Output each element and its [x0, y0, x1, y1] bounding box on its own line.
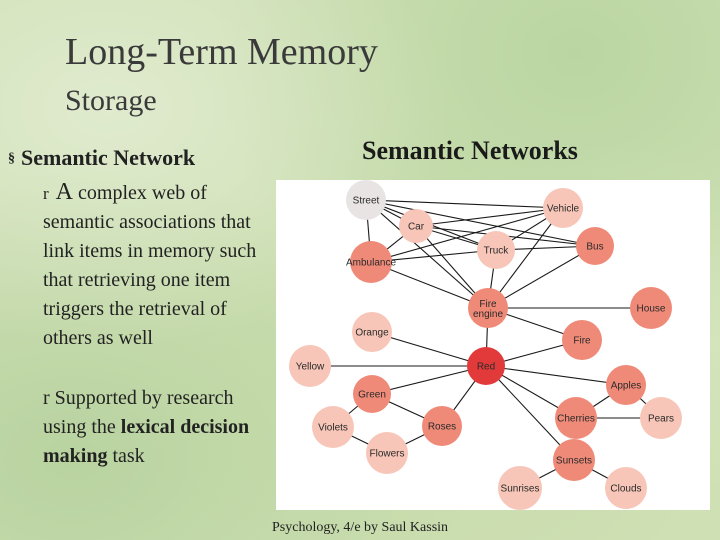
edge-vehicle-ambulance — [370, 207, 564, 263]
node-yellow: Yellow — [289, 345, 331, 387]
node-green: Green — [353, 375, 391, 413]
node-label: Street — [353, 196, 380, 207]
node-label: Green — [358, 390, 386, 401]
node-label: Roses — [428, 422, 456, 433]
box-bullet-icon: r — [43, 184, 49, 203]
node-orange: Orange — [352, 312, 392, 352]
node-circle — [467, 347, 505, 385]
node-circle — [312, 406, 354, 448]
node-circle — [350, 241, 392, 283]
node-label: Violets — [318, 423, 348, 434]
edge-vehicle-fireengine — [487, 207, 564, 309]
node-label: House — [637, 304, 666, 315]
node-circle — [498, 466, 542, 510]
node-circle — [352, 312, 392, 352]
node-circle — [353, 375, 391, 413]
edge-street-bus — [365, 199, 596, 247]
definition-text: complex web of semantic associations tha… — [43, 182, 257, 349]
node-circle — [477, 231, 515, 269]
node-label: Bus — [586, 242, 603, 253]
node-circle — [553, 439, 595, 481]
node-clouds: Clouds — [605, 467, 647, 509]
node-circle — [576, 227, 614, 265]
node-label: Vehicle — [547, 204, 580, 215]
node-fire: Fire — [562, 320, 602, 360]
figure-caption: Psychology, 4/e by Saul Kassin — [272, 520, 449, 535]
node-label: Clouds — [610, 484, 641, 495]
node-car: Car — [399, 209, 433, 243]
node-ambulance: Ambulance — [346, 241, 396, 283]
node-violets: Violets — [312, 406, 354, 448]
node-label: Apples — [611, 381, 642, 392]
section-bullet-icon: § — [8, 151, 15, 166]
bullet-main-text: Semantic Network — [21, 145, 196, 170]
node-circle — [562, 320, 602, 360]
node-circle — [605, 467, 647, 509]
node-circle — [640, 397, 682, 439]
edge-street-vehicle — [365, 199, 564, 209]
node-circle — [399, 209, 433, 243]
node-roses: Roses — [422, 406, 462, 446]
edge-red-green — [371, 365, 487, 395]
edge-bus-fireengine — [487, 245, 596, 309]
node-circle — [468, 288, 508, 328]
node-label: Flowers — [369, 449, 404, 460]
definition-first-word: A — [55, 179, 74, 205]
node-circle — [346, 180, 386, 220]
node-label: Red — [477, 362, 495, 373]
research-text-end: task — [107, 445, 145, 467]
diagram-title: Semantic Networks — [362, 136, 578, 165]
node-circle — [630, 287, 672, 329]
sub-bullet-research: r Supported by research using the lexica… — [43, 384, 268, 471]
node-house: House — [630, 287, 672, 329]
node-label: Car — [408, 222, 425, 233]
node-apples: Apples — [606, 365, 646, 405]
edge-red-sunsets — [485, 365, 575, 461]
research-text-bold: lexical decision making — [43, 416, 250, 467]
bullet-semantic-network: § Semantic Network — [8, 145, 195, 171]
node-pears: Pears — [640, 397, 682, 439]
node-circle — [289, 345, 331, 387]
node-label: Fire — [573, 336, 591, 347]
node-bus: Bus — [576, 227, 614, 265]
node-label: Sunrises — [501, 484, 540, 495]
slide-subtitle: Storage — [65, 84, 157, 117]
node-sunrises: Sunrises — [498, 466, 542, 510]
node-label: Orange — [355, 328, 389, 339]
edge-red-apples — [485, 365, 627, 386]
node-label: Pears — [648, 414, 674, 425]
node-circle — [422, 406, 462, 446]
node-label: Cherries — [557, 414, 595, 425]
node-cherries: Cherries — [555, 397, 597, 439]
node-label: Sunsets — [556, 456, 592, 467]
box-bullet-icon: r — [43, 387, 50, 409]
node-flowers: Flowers — [366, 432, 408, 474]
slide-title: Long-Term Memory — [65, 31, 378, 73]
node-label: Truck — [484, 246, 510, 257]
node-circle — [606, 365, 646, 405]
research-text-start: Supported by research using the — [43, 387, 234, 438]
node-circle — [555, 397, 597, 439]
sub-bullet-definition: r A complex web of semantic associations… — [43, 178, 268, 353]
node-vehicle: Vehicle — [543, 188, 583, 228]
node-red: Red — [467, 347, 505, 385]
node-label: Yellow — [296, 362, 325, 373]
edge-vehicle-car — [415, 207, 564, 227]
node-truck: Truck — [477, 231, 515, 269]
node-label: Ambulance — [346, 258, 396, 269]
edge-street-fireengine — [365, 199, 489, 309]
node-street: Street — [346, 180, 386, 220]
node-circle — [543, 188, 583, 228]
node-sunsets: Sunsets — [553, 439, 595, 481]
node-circle — [366, 432, 408, 474]
